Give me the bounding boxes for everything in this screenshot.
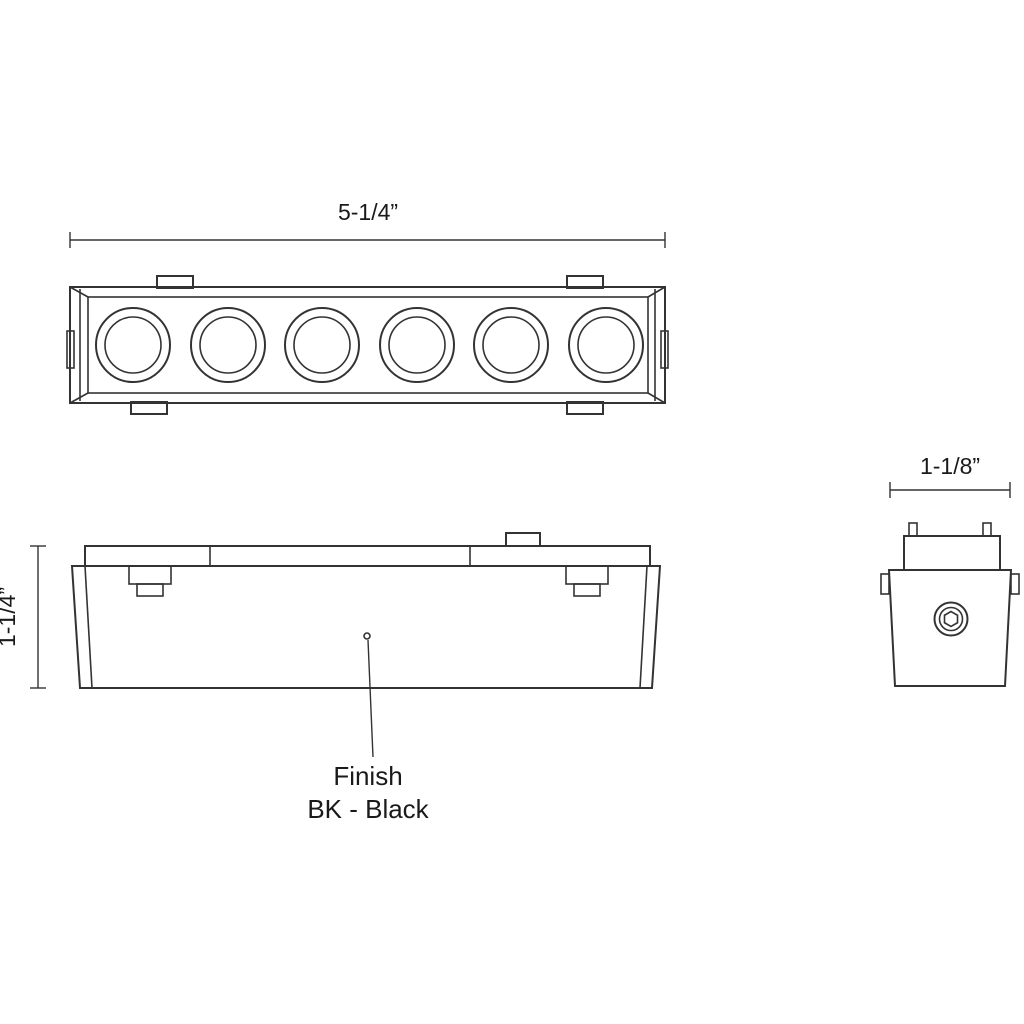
lens	[568, 307, 644, 383]
width-dimension: 5-1/4”	[69, 199, 666, 248]
fixture-frame	[66, 286, 669, 404]
top-plate	[84, 545, 651, 566]
finish-label-line2: BK - Black	[307, 794, 429, 824]
mounting-clip	[128, 565, 172, 597]
lens	[379, 307, 455, 383]
side-view: 1-1/4” Finish BK -	[0, 532, 662, 824]
leader-line	[367, 639, 374, 758]
height-dimension-label: 1-1/4”	[0, 587, 20, 647]
prong	[982, 522, 992, 537]
end-slot	[66, 330, 75, 369]
end-view: 1-1/8”	[880, 453, 1020, 687]
lens	[95, 307, 171, 383]
connector-tab	[505, 532, 541, 547]
finish-callout: Finish BK - Black	[307, 632, 430, 824]
depth-dimension-label: 1-1/8”	[920, 453, 980, 479]
end-slot	[660, 330, 669, 369]
fixture-body-end	[887, 569, 1013, 687]
finish-label-line1: Finish	[333, 761, 402, 791]
side-tab	[880, 573, 890, 595]
lens	[284, 307, 360, 383]
fixture-body-side	[70, 565, 662, 689]
lens-array	[95, 307, 644, 383]
prong	[908, 522, 918, 537]
mounting-clip	[565, 565, 609, 597]
depth-dimension: 1-1/8”	[889, 453, 1011, 498]
top-view: 5-1/4”	[66, 199, 669, 415]
hex-screw-icon	[933, 601, 969, 637]
lens	[473, 307, 549, 383]
side-tab	[1010, 573, 1020, 595]
top-plate-end	[903, 535, 1001, 571]
leader-dot	[363, 632, 371, 640]
height-dimension: 1-1/4”	[0, 545, 46, 689]
lens	[190, 307, 266, 383]
width-dimension-label: 5-1/4”	[338, 199, 398, 225]
